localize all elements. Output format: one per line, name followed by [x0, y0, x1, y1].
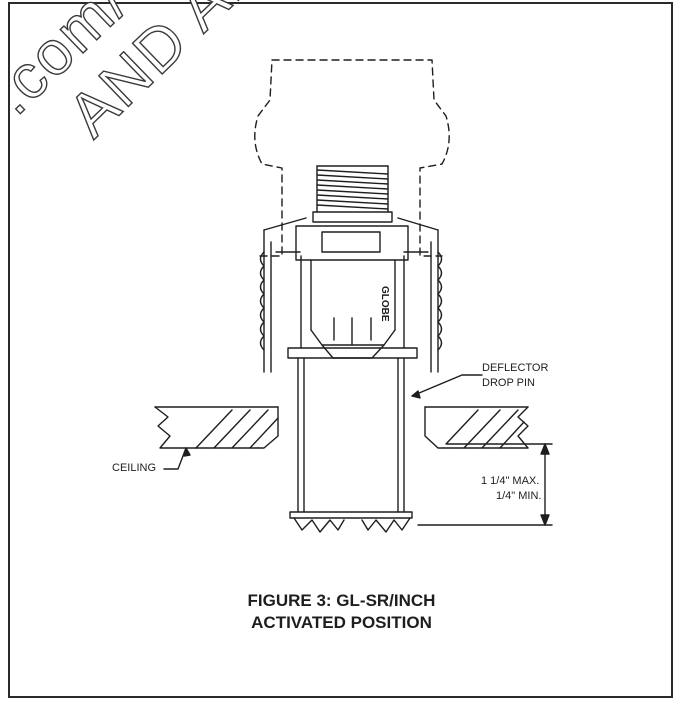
label-dim-max: 1 1/4" MAX. — [481, 475, 540, 487]
globe-brand-mark: GLOBE — [379, 286, 390, 322]
deflector-leader — [411, 374, 483, 399]
phantom-fitting — [254, 59, 450, 257]
caption-line-2: ACTIVATED POSITION — [251, 613, 432, 632]
escutcheon-cup — [259, 217, 443, 373]
dimension-lines — [417, 443, 553, 526]
ceiling-leader — [163, 447, 191, 470]
label-dim-min: 1/4" MIN. — [496, 490, 542, 502]
deflector — [289, 511, 413, 533]
figure-caption: FIGURE 3: GL-SR/INCH ACTIVATED POSITION — [0, 590, 683, 634]
figure-frame — [8, 2, 673, 698]
ceiling-section — [154, 406, 529, 449]
sprinkler-frame — [275, 225, 429, 513]
threaded-nipple — [312, 165, 393, 223]
label-drop-pin: DROP PIN — [482, 377, 535, 389]
label-ceiling: CEILING — [112, 462, 157, 474]
caption-line-1: FIGURE 3: GL-SR/INCH — [247, 591, 436, 610]
label-deflector: DEFLECTOR — [482, 362, 549, 374]
